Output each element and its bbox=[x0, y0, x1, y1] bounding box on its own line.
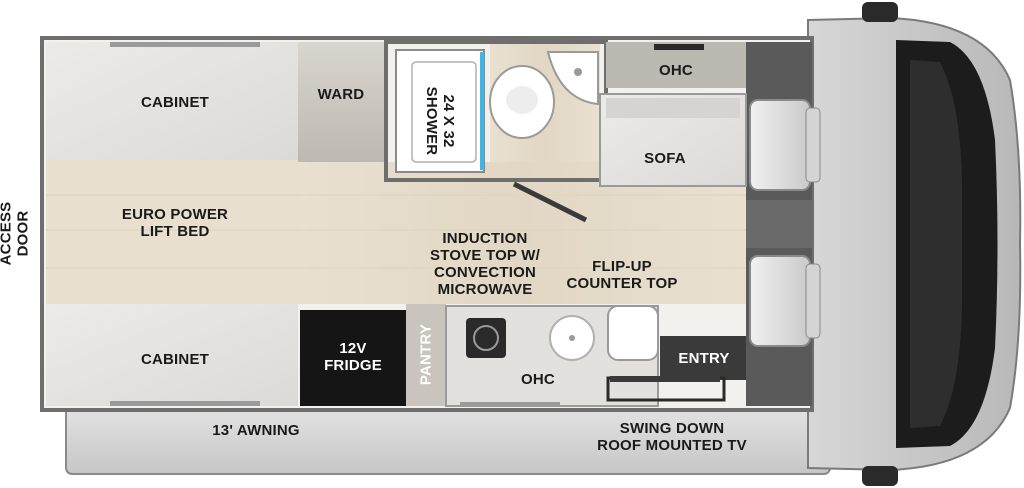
bath-door bbox=[512, 181, 588, 223]
rear-access-door-label: REAR ACCESS DOOR bbox=[0, 201, 32, 266]
stove-label: INDUCTION STOVE TOP W/ CONVECTION MICROW… bbox=[430, 230, 540, 298]
awning-label: 13' AWNING bbox=[212, 422, 300, 439]
entry-step bbox=[660, 336, 746, 380]
bed-label: EURO POWER LIFT BED bbox=[121, 206, 229, 240]
passenger-seat bbox=[749, 255, 821, 347]
pantry-label: PANTRY bbox=[417, 323, 435, 386]
cabinet-bottom-label: CABINET bbox=[140, 351, 210, 368]
sofa-label: SOFA bbox=[644, 150, 686, 167]
toilet bbox=[489, 65, 555, 139]
cabinet-bottom bbox=[46, 304, 298, 406]
galley-sink bbox=[549, 315, 595, 361]
ward-label: WARD bbox=[317, 86, 365, 103]
counter-label: FLIP-UP COUNTER TOP bbox=[566, 258, 678, 292]
fridge-label: 12V FRIDGE bbox=[324, 340, 382, 374]
stove-burner bbox=[466, 318, 506, 358]
wardrobe bbox=[298, 42, 384, 162]
pantry bbox=[406, 304, 446, 406]
ohc-top-label: OHC bbox=[659, 62, 693, 79]
cabinet-top bbox=[46, 42, 298, 160]
shower-label: 24 X 32 SHOWER bbox=[423, 86, 457, 156]
ohc-bottom-label: OHC bbox=[521, 371, 555, 388]
bath-sink bbox=[546, 51, 599, 106]
cab-front bbox=[807, 2, 1022, 486]
fridge bbox=[300, 310, 406, 406]
bed bbox=[46, 160, 298, 304]
cabinet-top-label: CABINET bbox=[140, 94, 210, 111]
driver-seat bbox=[749, 99, 821, 191]
tv-label: SWING DOWN ROOF MOUNTED TV bbox=[597, 420, 747, 454]
entry-label: ENTRY bbox=[678, 350, 730, 367]
